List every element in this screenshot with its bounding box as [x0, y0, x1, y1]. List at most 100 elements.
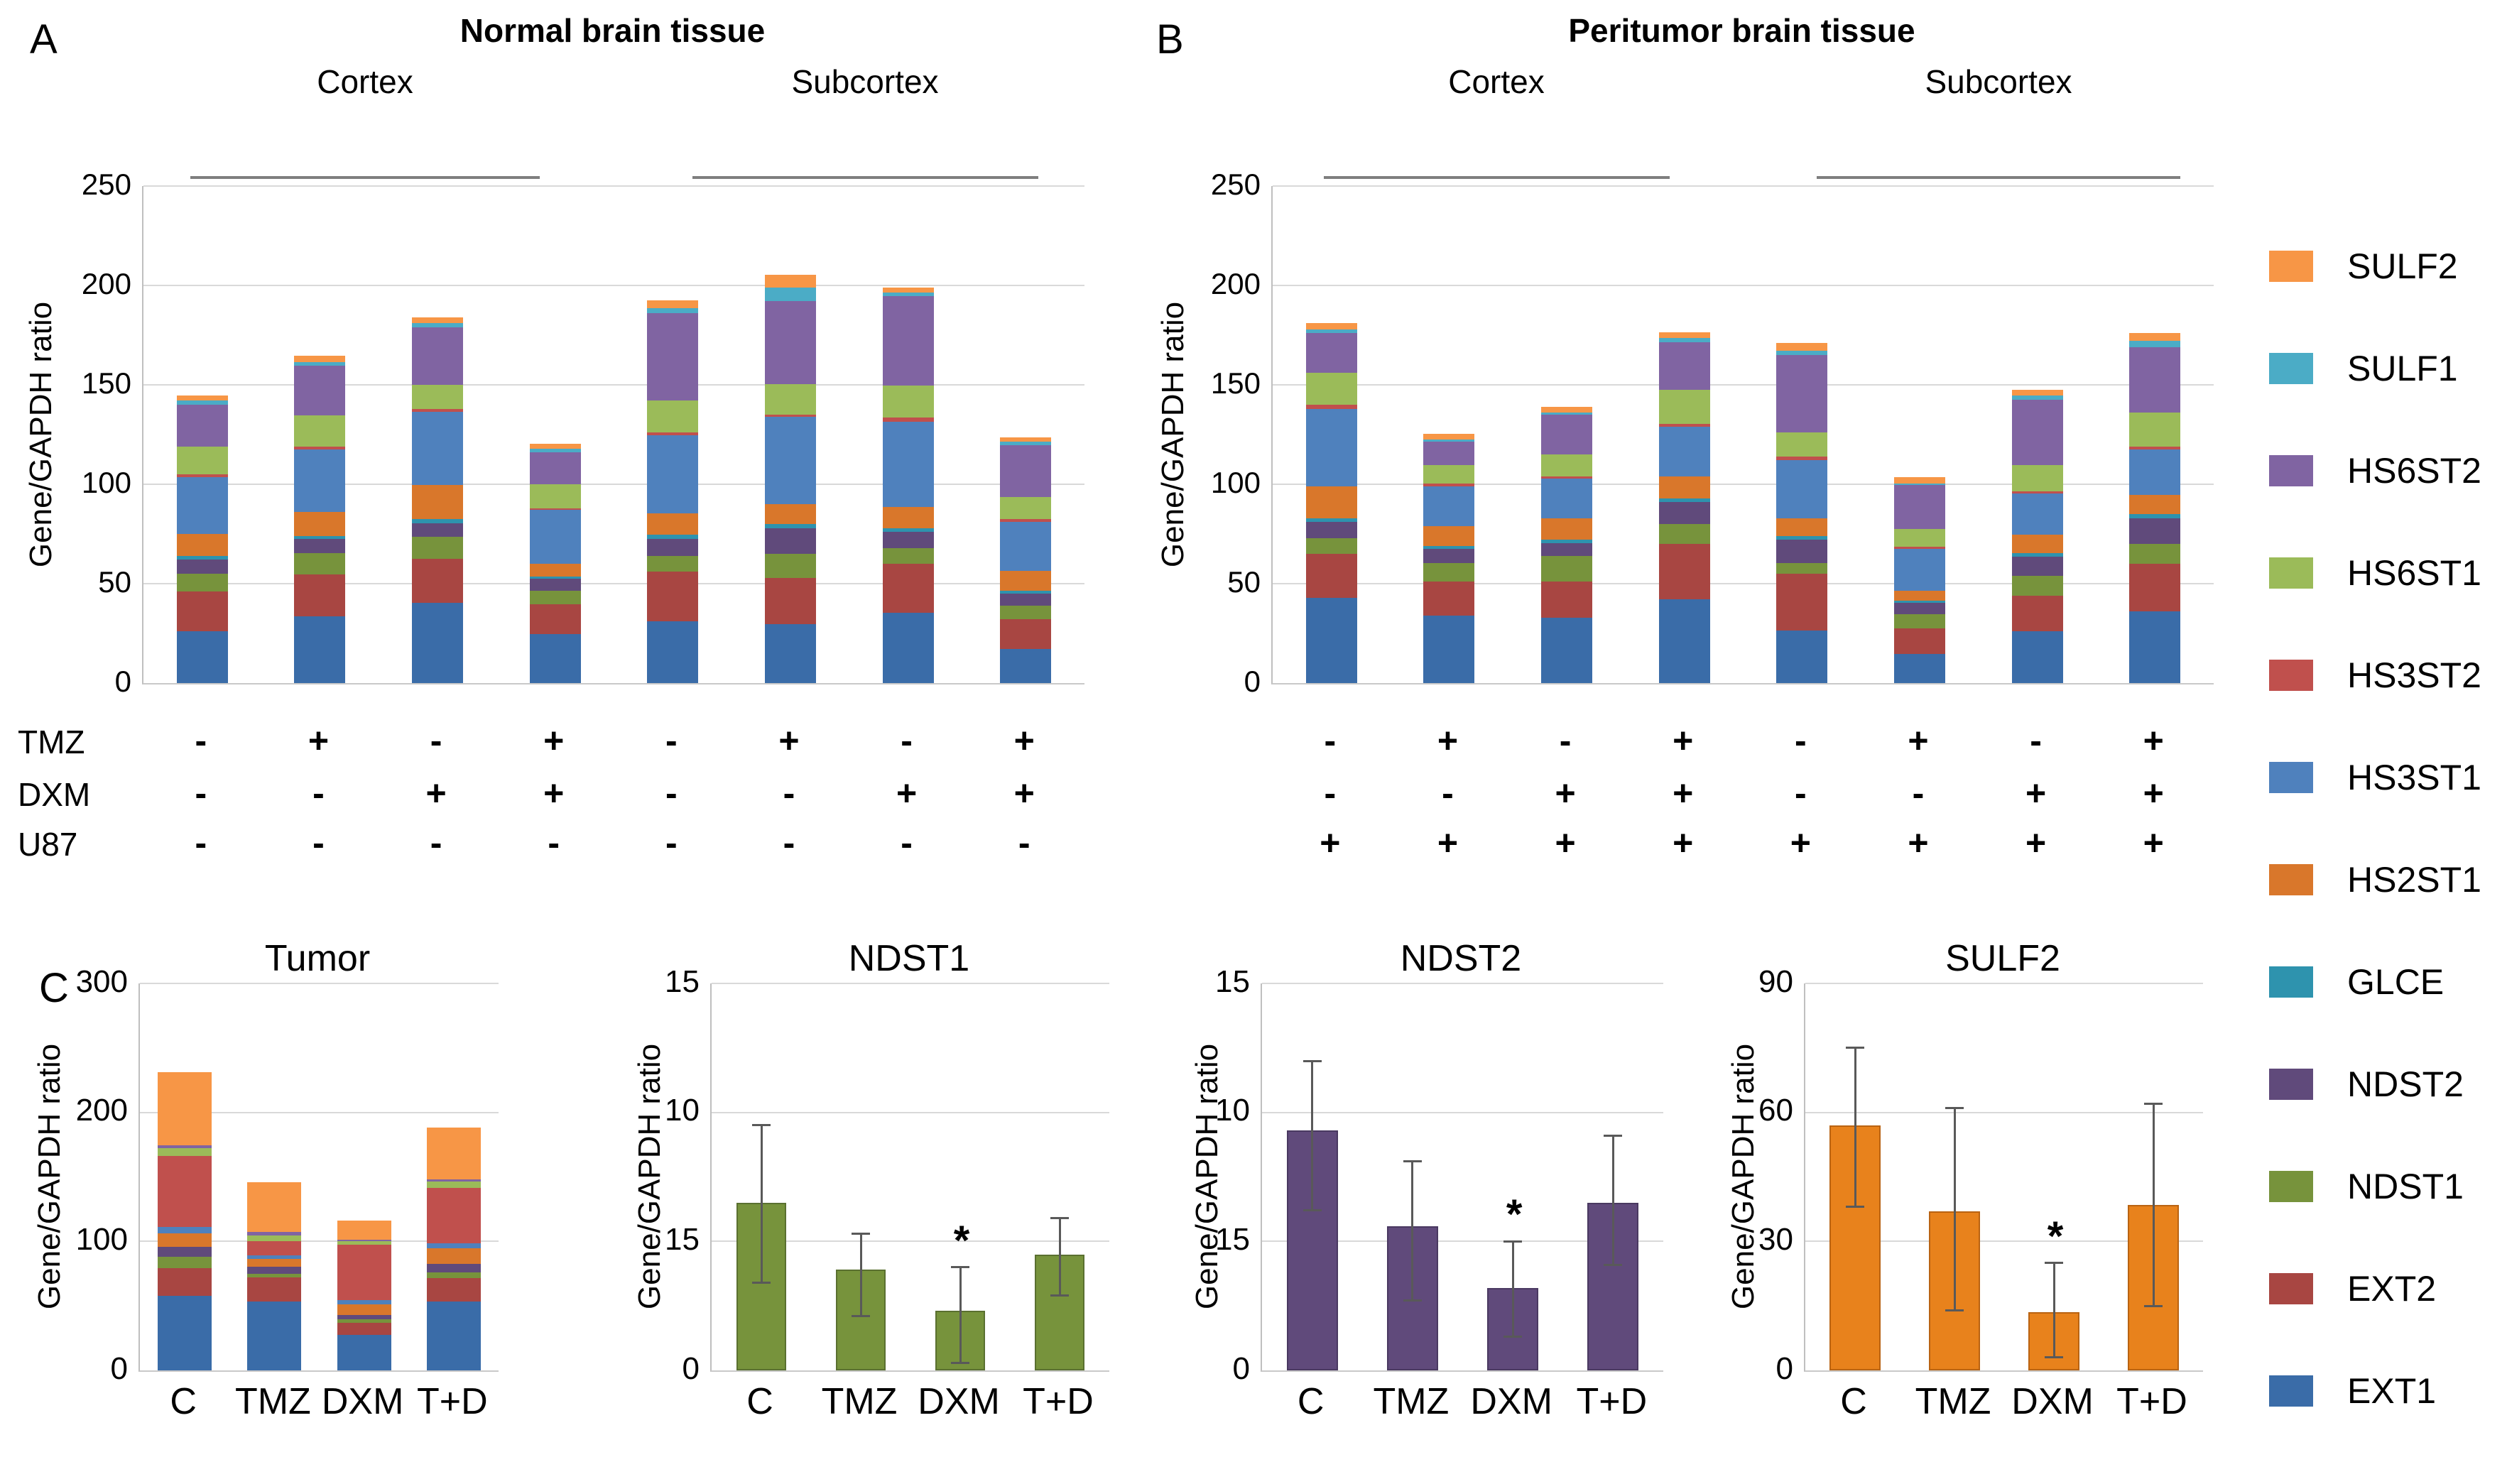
y-tick-label: 150	[1210, 366, 1261, 400]
segment-EXT2	[158, 1267, 212, 1296]
segment-HS6ST1	[647, 400, 699, 433]
segment-SULF1	[1658, 338, 1710, 342]
segment-EXT2	[1541, 582, 1593, 618]
segment-HS3ST2	[412, 408, 464, 412]
segment-HS6ST2	[2011, 400, 2063, 466]
x-category-label: T+D	[1023, 1381, 1094, 1422]
segment-HS3ST2	[158, 1156, 212, 1228]
segment-HS3ST1	[1893, 549, 1945, 591]
y-tick-label: 15	[665, 964, 700, 999]
segment-GLCE	[2129, 514, 2181, 518]
error-bar-cap	[1503, 1240, 1523, 1243]
panel-b-sign: +	[1908, 823, 1929, 863]
y-tick-label: 200	[75, 1093, 128, 1128]
segment-HS3ST2	[882, 418, 934, 422]
segment-HS2ST1	[2011, 535, 2063, 553]
segment-NDST2	[529, 579, 581, 591]
segment-HS6ST2	[158, 1145, 212, 1148]
segment-HS2ST1	[1423, 525, 1475, 546]
segment-HS2ST1	[247, 1258, 302, 1267]
x-category-label: DXM	[321, 1381, 404, 1422]
segment-NDST1	[412, 537, 464, 559]
segment-HS3ST1	[764, 416, 816, 504]
panel-a-sign: -	[901, 823, 913, 863]
error-bar-cap	[852, 1232, 870, 1235]
ndst2-ylabel: Gene/GAPDH ratio	[1190, 1043, 1224, 1310]
gridline	[1273, 185, 2214, 187]
legend-label-hs2st1: HS2ST1	[2347, 860, 2481, 900]
stacked-bar	[529, 186, 581, 683]
sulf2-ylabel: Gene/GAPDH ratio	[1726, 1043, 1761, 1310]
panel-a-ylabel: Gene/GAPDH ratio	[23, 301, 58, 568]
segment-SULF2	[1541, 406, 1593, 413]
segment-GLCE	[1305, 518, 1357, 523]
segment-SULF2	[426, 1127, 481, 1179]
gridline	[1273, 583, 2214, 584]
segment-NDST2	[1893, 602, 1945, 615]
legend-swatch-hs3st1	[2269, 762, 2313, 793]
legend-label-ext1: EXT1	[2347, 1371, 2437, 1411]
segment-HS6ST2	[882, 296, 934, 386]
segment-HS3ST1	[426, 1243, 481, 1249]
error-bar	[1611, 1135, 1614, 1265]
panel-a-sign: +	[1013, 721, 1035, 760]
gridline	[712, 983, 1109, 984]
segment-GLCE	[294, 535, 346, 539]
y-tick-label: 0	[114, 664, 131, 698]
panel-b-sign: +	[1673, 721, 1694, 760]
ndst1-chart: *	[710, 983, 1109, 1372]
x-category-label: TMZ	[1373, 1381, 1450, 1422]
stacked-bar	[412, 186, 464, 683]
legend-swatch-ndst2	[2269, 1069, 2313, 1100]
segment-HS3ST2	[1776, 456, 1828, 461]
segment-HS2ST1	[337, 1304, 391, 1316]
panel-a-sign: -	[783, 773, 795, 813]
y-tick-label: 10	[1215, 1093, 1250, 1128]
segment-EXT2	[1658, 544, 1710, 600]
error-bar-cap	[1846, 1047, 1864, 1049]
segment-GLCE	[412, 519, 464, 523]
segment-NDST1	[176, 574, 228, 592]
stacked-bar	[764, 186, 816, 683]
panel-a-letter: A	[30, 16, 58, 62]
segment-HS2ST1	[176, 534, 228, 556]
segment-HS2ST1	[294, 512, 346, 536]
gridline	[1262, 1111, 1663, 1113]
y-tick-label: 15	[1215, 1222, 1250, 1257]
segment-EXT2	[2011, 595, 2063, 632]
segment-EXT2	[1893, 628, 1945, 655]
y-tick-label: 100	[75, 1222, 128, 1257]
panel-a-sign: +	[425, 773, 447, 813]
panel-a-sign: +	[778, 721, 800, 760]
segment-NDST2	[647, 539, 699, 556]
segment-HS6ST1	[882, 386, 934, 418]
segment-HS6ST2	[529, 452, 581, 484]
segment-NDST2	[1776, 540, 1828, 563]
error-bar	[1058, 1218, 1061, 1296]
panel-a-row-label-u87: U87	[18, 826, 78, 863]
panel-b-sign: +	[1673, 823, 1694, 863]
legend-label-glce: GLCE	[2347, 962, 2445, 1002]
panel-a-sign: +	[543, 721, 565, 760]
error-bar-cap	[1945, 1309, 1964, 1311]
gridline	[712, 1111, 1109, 1113]
panel-a-group-cortex: Cortex	[317, 63, 413, 100]
segment-GLCE	[647, 535, 699, 539]
x-category-label: T+D	[417, 1381, 488, 1422]
segment-EXT1	[882, 612, 934, 683]
segment-HS6ST2	[1423, 441, 1475, 466]
error-bar-cap	[852, 1315, 870, 1318]
panel-a-sign: -	[195, 721, 207, 760]
y-tick-label: 0	[1232, 1351, 1250, 1386]
segment-GLCE	[529, 577, 581, 579]
segment-HS3ST2	[337, 1244, 391, 1300]
error-bar-cap	[1303, 1059, 1322, 1062]
segment-HS2ST1	[426, 1248, 481, 1264]
gridline	[1273, 384, 2214, 386]
segment-NDST2	[1658, 502, 1710, 524]
segment-NDST1	[1776, 562, 1828, 574]
segment-HS3ST1	[1423, 486, 1475, 526]
segment-HS3ST1	[2129, 449, 2181, 496]
panel-b-letter: B	[1156, 16, 1184, 62]
segment-EXT2	[294, 574, 346, 617]
